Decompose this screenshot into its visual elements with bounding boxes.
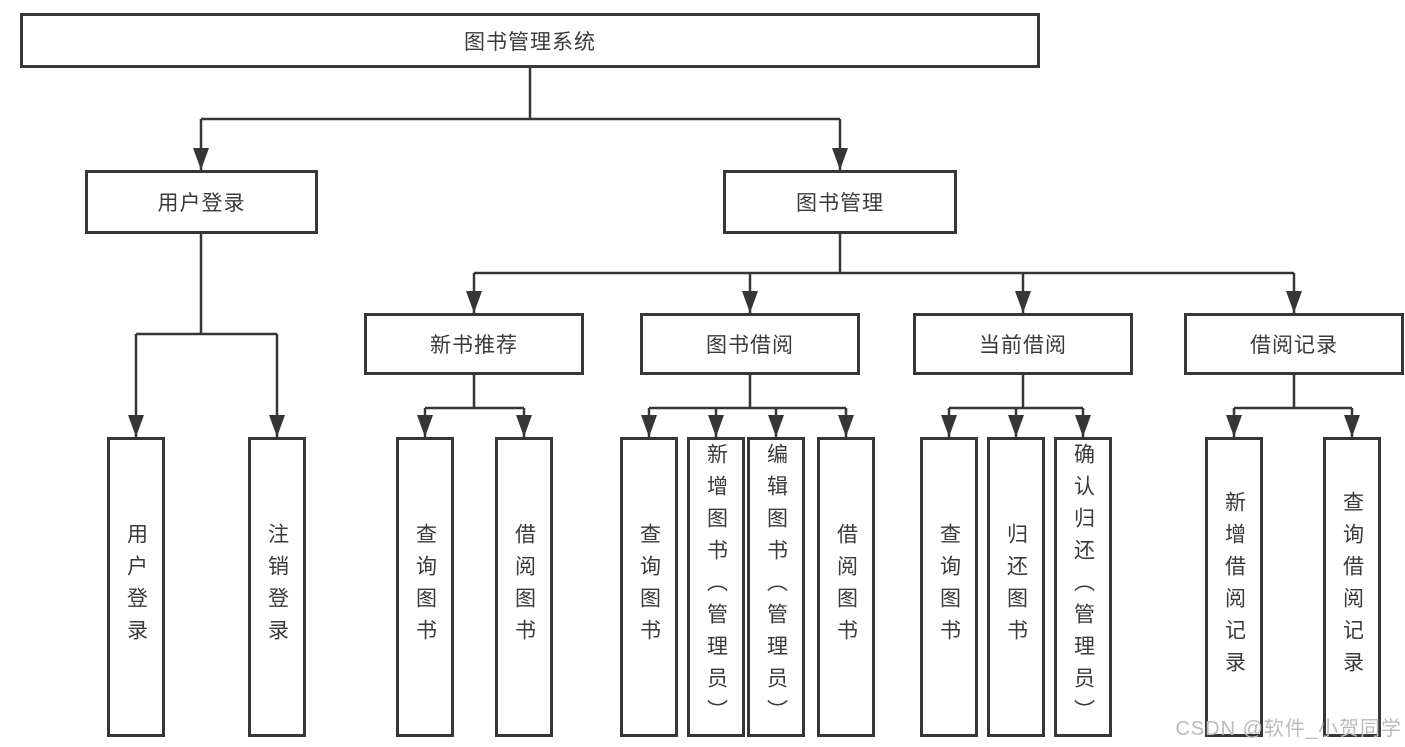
leaf-label: 查询图书 [637,523,661,651]
node-user-login: 用户登录 [85,170,318,234]
leaf-confirm-return-admin: 确认归还（管理员） [1054,437,1112,737]
leaf-query-books-rec: 查询图书 [396,437,454,737]
leaf-label: 新增借阅记录 [1222,491,1246,683]
leaf-label: 用户登录 [124,523,148,651]
leaf-return-books: 归还图书 [987,437,1045,737]
node-new-book-recommend: 新书推荐 [364,313,584,375]
leaf-label: 借阅图书 [512,523,536,651]
leaf-logout: 注销登录 [248,437,306,737]
node-root: 图书管理系统 [20,13,1040,68]
leaf-add-borrow-record: 新增借阅记录 [1205,437,1263,737]
leaf-label: 归还图书 [1004,523,1028,651]
node-book-management: 图书管理 [723,170,957,234]
leaf-label: 确认归还（管理员） [1071,443,1095,731]
leaf-label: 查询图书 [413,523,437,651]
leaf-label: 新增图书（管理员） [704,443,728,731]
leaf-query-books-borrow: 查询图书 [620,437,678,737]
leaf-user-login: 用户登录 [107,437,165,737]
node-borrow-records: 借阅记录 [1184,313,1404,375]
leaf-label: 编辑图书（管理员） [764,443,788,731]
leaf-label: 注销登录 [265,523,289,651]
leaf-label: 查询借阅记录 [1340,491,1364,683]
leaf-edit-books-admin: 编辑图书（管理员） [747,437,805,737]
leaf-label: 查询图书 [937,523,961,651]
node-current-borrow: 当前借阅 [913,313,1133,375]
csdn-watermark: CSDN @软件_小贺同学 [1175,718,1402,740]
node-book-borrow: 图书借阅 [640,313,860,375]
leaf-query-books-current: 查询图书 [920,437,978,737]
leaf-borrow-books-rec: 借阅图书 [495,437,553,737]
leaf-label: 借阅图书 [834,523,858,651]
leaf-add-books-admin: 新增图书（管理员） [687,437,745,737]
leaf-borrow-books: 借阅图书 [817,437,875,737]
leaf-query-borrow-record: 查询借阅记录 [1323,437,1381,737]
